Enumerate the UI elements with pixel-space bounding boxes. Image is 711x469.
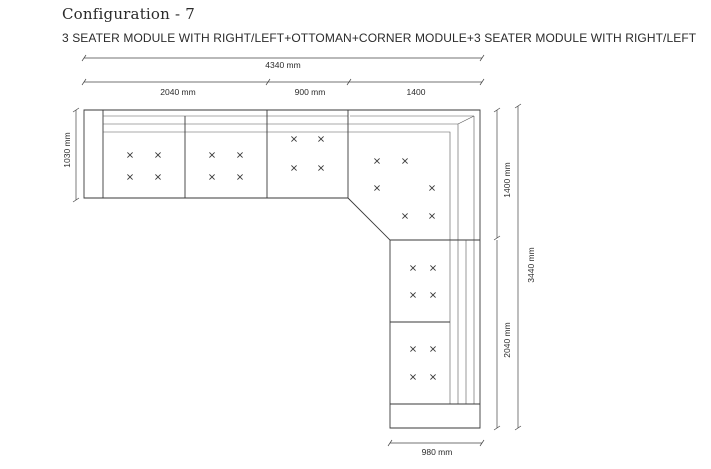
- tuft-cross-icon: [430, 374, 436, 380]
- tuft-cross-icon: [430, 265, 436, 271]
- tuft-cross-icon: [374, 185, 380, 191]
- page-title: Configuration - 7: [62, 5, 195, 23]
- tuft-cross-icon: [402, 158, 408, 164]
- tuft-cross-icon: [127, 152, 133, 158]
- tuft-cross-icon: [291, 136, 297, 142]
- dim-right-3seater-label: 2040 mm: [502, 322, 512, 357]
- tuft-cross-icon: [402, 213, 408, 219]
- dim-3seater-label: 2040 mm: [160, 87, 195, 97]
- tuft-cross-icon: [127, 174, 133, 180]
- tuft-cross-icon: [410, 265, 416, 271]
- dim-total-width-label: 4340 mm: [265, 60, 300, 70]
- tuft-cross-icon: [429, 213, 435, 219]
- dim-left-depth-label: 1030 mm: [62, 132, 72, 167]
- tuft-cross-icon: [237, 152, 243, 158]
- tufting-pattern: [127, 136, 436, 380]
- tuft-cross-icon: [291, 165, 297, 171]
- sofa-outline: [83, 109, 481, 429]
- dim-corner-height-label: 1400 mm: [502, 162, 512, 197]
- tuft-cross-icon: [155, 174, 161, 180]
- dim-total-height-label: 3440 mm: [526, 247, 536, 282]
- tuft-cross-icon: [410, 346, 416, 352]
- dim-ottoman-label: 900 mm: [295, 87, 326, 97]
- tuft-cross-icon: [209, 174, 215, 180]
- tuft-cross-icon: [374, 158, 380, 164]
- tuft-cross-icon: [209, 152, 215, 158]
- tuft-cross-icon: [430, 292, 436, 298]
- tuft-cross-icon: [318, 165, 324, 171]
- tuft-cross-icon: [318, 136, 324, 142]
- tuft-cross-icon: [430, 346, 436, 352]
- dim-bottom-width-label: 980 mm: [422, 447, 453, 457]
- tuft-cross-icon: [155, 152, 161, 158]
- configuration-description: 3 SEATER MODULE WITH RIGHT/LEFT+OTTOMAN+…: [62, 31, 697, 45]
- tuft-cross-icon: [237, 174, 243, 180]
- tuft-cross-icon: [410, 292, 416, 298]
- tuft-cross-icon: [429, 185, 435, 191]
- tuft-cross-icon: [410, 374, 416, 380]
- dimension-lines: 4340 mm 2040 mm 900 mm 1400 1030 mm 1400…: [62, 54, 536, 457]
- dim-corner-label: 1400: [407, 87, 426, 97]
